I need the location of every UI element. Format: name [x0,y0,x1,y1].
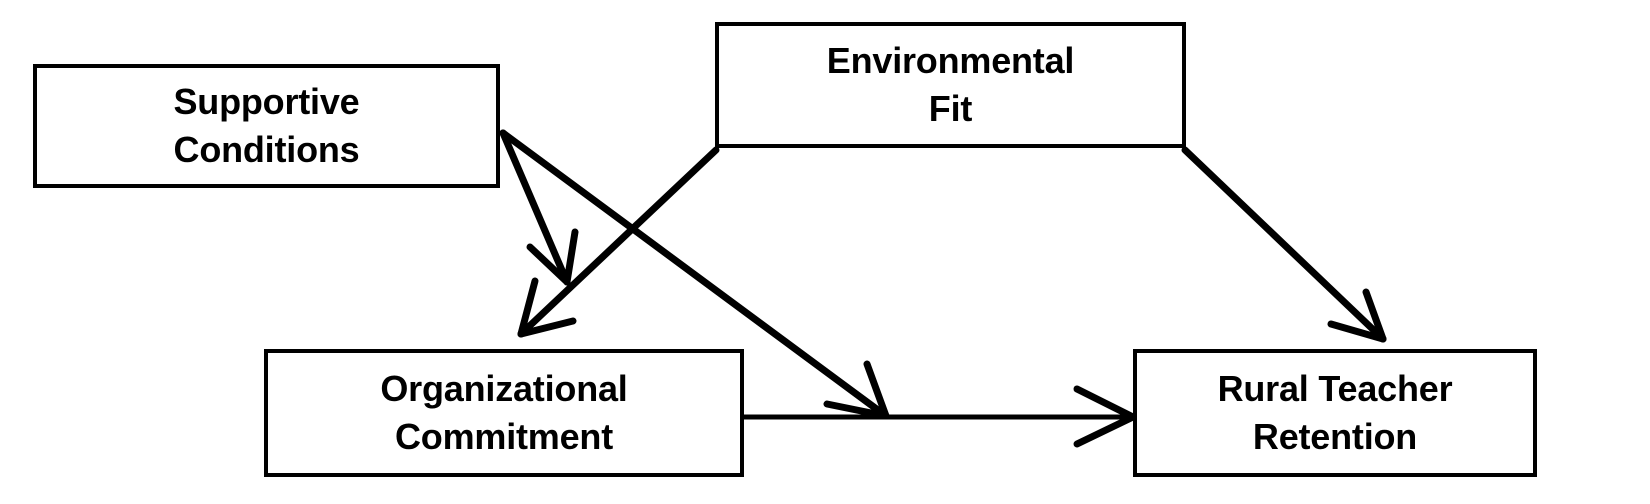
node-supportive-conditions[interactable]: Supportive Conditions [33,64,500,188]
node-environmental-fit[interactable]: Environmental Fit [715,22,1186,148]
node-rural-teacher-retention[interactable]: Rural Teacher Retention [1133,349,1537,477]
edge-supportive-to-commitment-line [499,129,571,286]
edge-environmental-fit-to-retention-line [1181,146,1387,343]
node-organizational-commitment-line1: Organizational [380,368,628,410]
edge-supportive-to-commitment-arrowhead-right [563,228,579,286]
edge-supportive-to-commitment [499,129,579,286]
edge-environmental-fit-to-commitment-line [517,146,720,338]
edge-environmental-fit-to-retention [1181,146,1387,343]
node-environmental-fit-line2: Fit [928,88,973,129]
edge-supportive-to-retention-arrowhead-right [863,360,890,420]
edge-supportive-to-retention-arrowhead-left [823,400,890,420]
node-organizational-commitment[interactable]: Organizational Commitment [264,349,744,477]
node-rural-teacher-retention-line1: Rural Teacher [1217,368,1453,410]
node-organizational-commitment-line2: Commitment [394,416,613,457]
edge-environmental-fit-to-commitment-arrowhead-right [517,317,577,338]
edge-environmental-fit-to-commitment [517,146,720,338]
edge-supportive-to-commitment-arrowhead-left [526,243,571,286]
edge-commitment-to-retention [744,385,1137,448]
node-supportive-conditions-line2: Conditions [173,129,360,170]
edge-supportive-to-retention-line [499,129,890,420]
edge-commitment-to-retention-arrowhead-bottom [1073,413,1137,448]
edge-environmental-fit-to-commitment-arrowhead-left [517,277,539,338]
node-rural-teacher-retention-line2: Retention [1252,416,1418,457]
edge-environmental-fit-to-retention-arrowhead-left [1327,320,1387,343]
edge-environmental-fit-to-retention-arrowhead-right [1362,288,1387,343]
node-environmental-fit-line1: Environmental [826,40,1075,82]
edge-commitment-to-retention-arrowhead-top [1073,385,1137,421]
edge-supportive-to-retention [499,129,890,420]
node-supportive-conditions-line1: Supportive [173,81,360,123]
